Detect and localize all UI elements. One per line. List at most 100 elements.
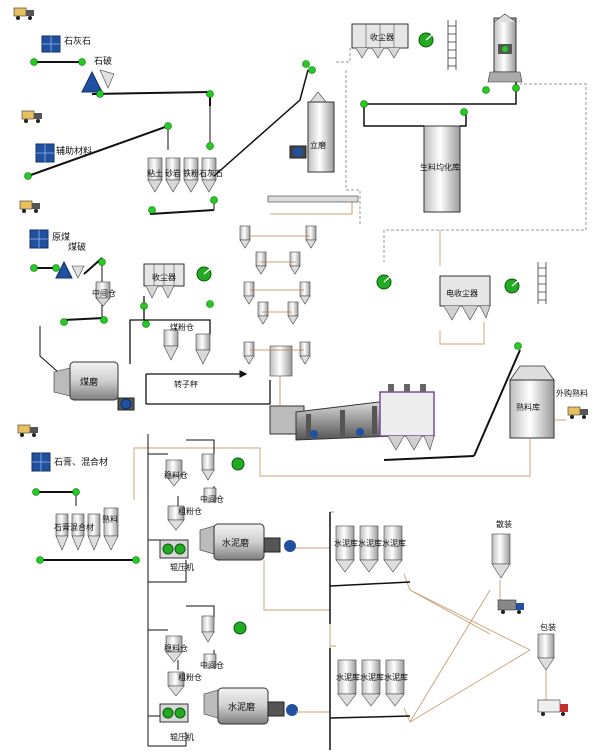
clinker-silo-label: 熟料库 bbox=[516, 402, 540, 412]
preheater-flow bbox=[250, 196, 353, 411]
outside-clinker-label: 外购熟料 bbox=[556, 388, 588, 398]
coal-crusher-label: 煤破 bbox=[68, 241, 86, 253]
cement-mill-1 bbox=[199, 523, 296, 561]
raw-fan-icon bbox=[376, 274, 392, 290]
coarse-powder-bin-1 bbox=[167, 505, 185, 531]
silo-clay-label: 粘土 bbox=[147, 168, 163, 178]
coarse-powder-bin-1-label: 粗粉仓 bbox=[178, 506, 202, 516]
silo-sandstone-label: 砂岩 bbox=[165, 168, 181, 178]
preheater-top-duct bbox=[267, 195, 359, 203]
clinker-transfer-lines bbox=[133, 230, 566, 500]
raw-conveyors bbox=[27, 61, 215, 561]
coal-mill-label: 煤磨 bbox=[80, 376, 98, 388]
cement-silo-b-label: 水泥库 bbox=[358, 538, 382, 548]
cement-silo-conveyors bbox=[329, 512, 411, 750]
coal-mid-bin-label: 中间仓 bbox=[92, 288, 116, 298]
coal-powder-bin-label: 煤粉仓 bbox=[170, 322, 194, 332]
roller-press-1 bbox=[159, 539, 189, 559]
outside-clinker-truck-icon bbox=[567, 406, 588, 419]
dump-truck-icon bbox=[19, 200, 40, 213]
mid-bin-2-label: 中间仓 bbox=[200, 660, 224, 670]
limestone-hopper-icon bbox=[41, 35, 61, 53]
stabilizing-bin-2-label: 稳料仓 bbox=[164, 643, 188, 653]
mill-feed-lines bbox=[213, 69, 517, 177]
vertical-mill-label: 立磨 bbox=[310, 140, 326, 150]
preheater-cyclones bbox=[239, 225, 317, 377]
coal-dust-collector-label: 收尘器 bbox=[152, 272, 176, 282]
silo-clay bbox=[147, 157, 163, 193]
rotary-kiln bbox=[269, 399, 397, 441]
crusher-chute-icon bbox=[99, 69, 115, 89]
coal-dust-collector bbox=[143, 263, 185, 299]
cement-silo-a-label: 水泥库 bbox=[334, 538, 358, 548]
dump-truck-icon bbox=[13, 7, 34, 20]
aux-hopper-icon bbox=[35, 143, 55, 163]
coal-mill bbox=[53, 361, 135, 411]
clinker-silo bbox=[509, 365, 555, 439]
cement-silo-e-label: 水泥库 bbox=[360, 672, 384, 682]
dump-truck-icon bbox=[17, 424, 38, 437]
silo-limestone bbox=[201, 157, 217, 193]
roller-press-2 bbox=[159, 703, 189, 723]
bagging-label: 包装 bbox=[540, 622, 556, 632]
bagging-silo bbox=[537, 633, 555, 671]
raw-coal-label: 原煤 bbox=[52, 231, 70, 243]
cyclone-1 bbox=[201, 453, 215, 481]
cement-mill-2 bbox=[203, 687, 298, 725]
bulk-label: 散装 bbox=[496, 519, 512, 529]
cyclone-2 bbox=[201, 615, 215, 643]
bulk-silo bbox=[491, 533, 511, 579]
grinding-fan-2-icon bbox=[233, 621, 247, 635]
stabilizing-bin-1 bbox=[165, 459, 183, 487]
silo-gypsum-label: 石膏 bbox=[54, 522, 70, 532]
silo-sandstone bbox=[165, 157, 181, 193]
cement-mill-1-label: 水泥磨 bbox=[222, 537, 249, 549]
bagging-truck-icon bbox=[537, 699, 568, 716]
coal-loop-lines bbox=[129, 296, 271, 405]
electrostatic-precipitator bbox=[439, 275, 491, 321]
connection-nodes bbox=[24, 58, 522, 564]
cement-silo-d-label: 水泥库 bbox=[336, 672, 360, 682]
gypsum-hopper-icon bbox=[31, 452, 51, 472]
coal-mid-bin bbox=[95, 281, 111, 307]
cement-silos-a bbox=[335, 525, 403, 573]
silo-clinker-label: 熟料 bbox=[102, 514, 118, 524]
precipitator-stack-icon bbox=[537, 262, 547, 304]
coal-crusher-icon bbox=[55, 260, 85, 279]
cement-batching-silos bbox=[55, 507, 119, 551]
top-stack-icon bbox=[447, 20, 457, 70]
crusher-label: 石破 bbox=[94, 55, 112, 67]
raw-material-silos bbox=[147, 157, 217, 193]
grinding-line-1-frame bbox=[147, 434, 215, 746]
gas-duct-lines bbox=[336, 48, 587, 262]
roller-press-1-label: 辊压机 bbox=[170, 562, 194, 572]
clinker-cooler bbox=[379, 384, 435, 451]
cement-silos-b bbox=[337, 659, 405, 707]
stabilizing-bin-1-label: 稳料仓 bbox=[164, 470, 188, 480]
coal-powder-bins bbox=[163, 329, 211, 365]
stabilizing-bin-2 bbox=[165, 635, 183, 663]
raw-meal-tower bbox=[487, 13, 523, 83]
coarse-powder-bin-2-label: 粗粉仓 bbox=[178, 672, 202, 682]
grinding-fan-1-icon bbox=[231, 457, 245, 471]
precipitator-label: 电收尘器 bbox=[446, 288, 478, 298]
coarse-powder-bin-2 bbox=[167, 671, 185, 697]
aux-material-label: 辅助材料 bbox=[56, 145, 92, 157]
precipitator-fan-icon bbox=[504, 278, 520, 294]
mid-bin-1 bbox=[203, 487, 217, 503]
dump-truck-icon bbox=[21, 110, 42, 123]
cement-mill-2-label: 水泥磨 bbox=[228, 701, 255, 713]
silo-iron bbox=[183, 157, 199, 193]
top-bag-filter-label: 收尘器 bbox=[370, 32, 394, 42]
coal-fan-icon bbox=[196, 266, 212, 282]
gypsum-mixture-label: 石膏、混合材 bbox=[54, 456, 108, 468]
coal-hopper-icon bbox=[29, 229, 49, 249]
top-bag-filter bbox=[351, 23, 409, 59]
mid-bin-1-label: 中间仓 bbox=[200, 494, 224, 504]
limestone-label: 石灰石 bbox=[64, 35, 91, 47]
raw-meal-homogenizing-silo bbox=[423, 125, 461, 213]
silo-iron-label: 铁粉 bbox=[183, 168, 199, 178]
clinker-conveyor bbox=[383, 349, 521, 461]
roller-press-2-label: 辊压机 bbox=[170, 732, 194, 742]
